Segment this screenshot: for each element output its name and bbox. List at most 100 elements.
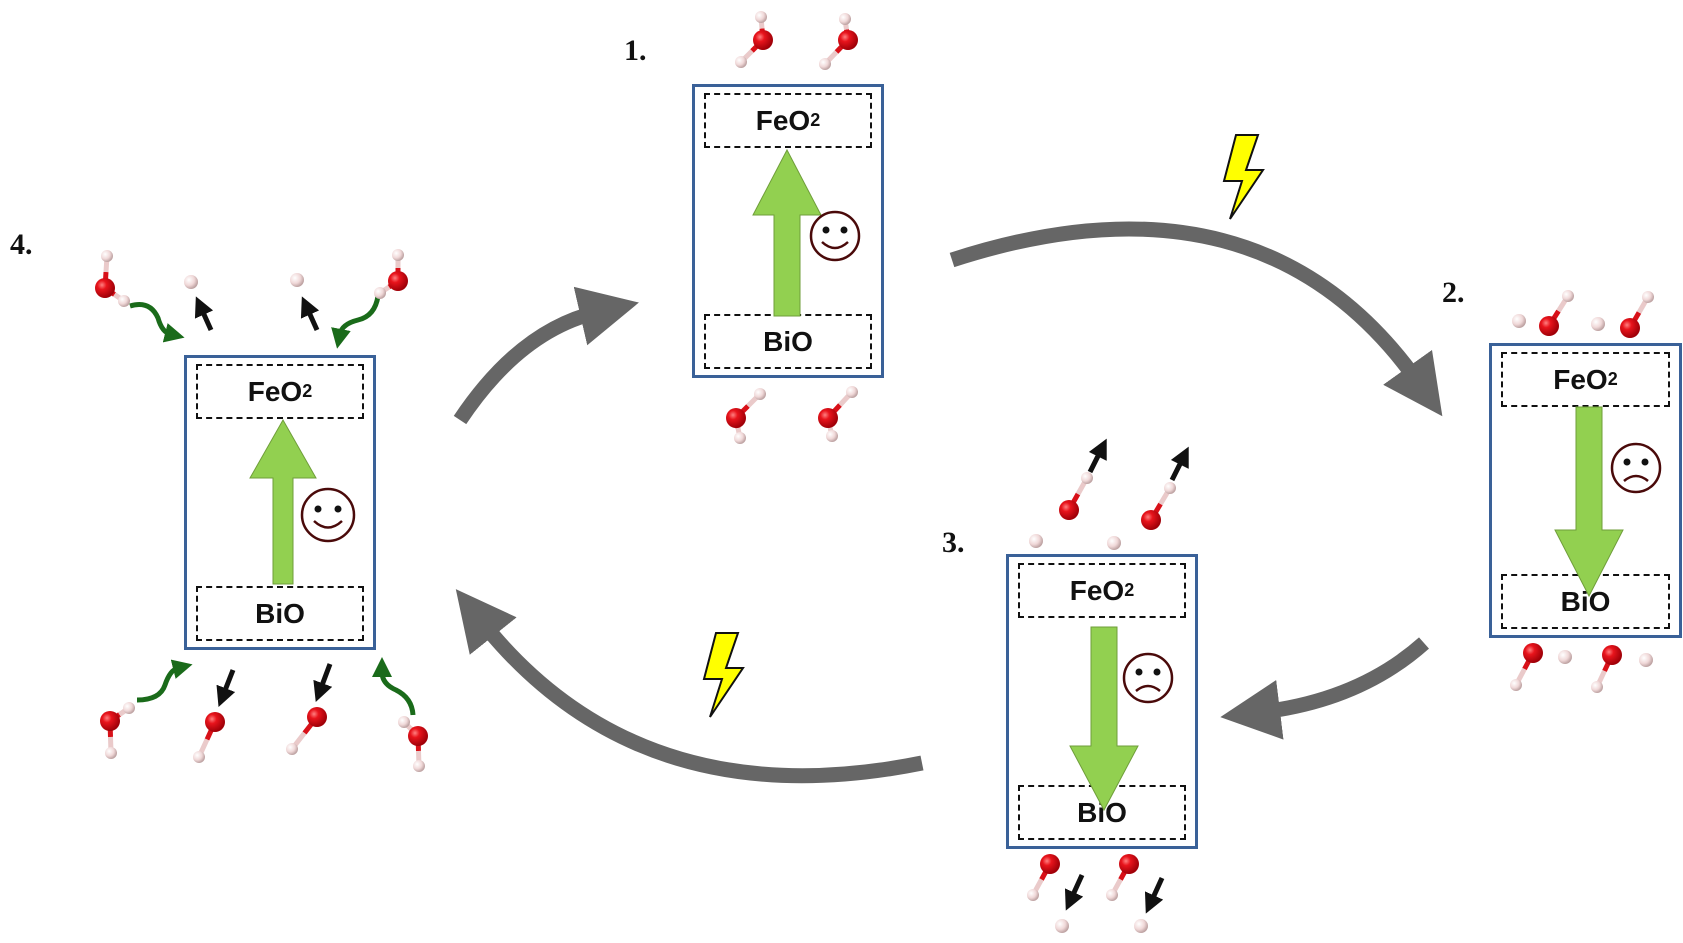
bio-label: BiO xyxy=(1077,796,1127,828)
desorb-arrow xyxy=(194,296,214,332)
desorb-arrow xyxy=(1144,876,1165,914)
hydrogen-ion xyxy=(184,275,198,289)
hydroxyl xyxy=(1027,854,1060,901)
desorb-arrow xyxy=(1169,446,1189,482)
hydrogen-atom xyxy=(1591,681,1603,693)
hydroxyl xyxy=(193,712,225,763)
feo2-subscript: 2 xyxy=(302,381,313,401)
hydrogen-ion xyxy=(1029,534,1043,548)
lightning-icon xyxy=(1222,134,1265,220)
hydrogen-atom xyxy=(826,430,838,442)
hydrogen-ion xyxy=(1512,314,1526,328)
desorb-arrow xyxy=(1064,873,1085,911)
hydrogen-atom xyxy=(392,249,404,261)
oxygen-atom xyxy=(1602,645,1622,665)
step-label-2: 2. xyxy=(1442,276,1465,309)
feo2-label: FeO xyxy=(755,104,811,136)
hydrogen-atom xyxy=(734,432,746,444)
hydrogen-atom xyxy=(413,760,425,772)
feo2-label: FeO xyxy=(1553,363,1608,395)
bio-layer: BiO xyxy=(1018,785,1186,840)
hydrogen-atom xyxy=(1081,472,1093,484)
bio-label: BiO xyxy=(763,325,813,357)
oxygen-atom xyxy=(753,30,773,50)
bio-layer: BiO xyxy=(1501,574,1670,629)
water-molecule xyxy=(95,250,130,307)
step-label-3: 3. xyxy=(942,526,965,559)
water-molecule xyxy=(726,388,766,444)
feo2-subscript: 2 xyxy=(1607,369,1618,389)
lightning-icon xyxy=(702,632,745,718)
hydrogen-atom xyxy=(118,295,130,307)
desorb-arrow xyxy=(216,669,236,707)
hydrogen-atom xyxy=(1510,679,1522,691)
oxygen-atom xyxy=(1141,510,1161,530)
hydrogen-atom xyxy=(193,751,205,763)
hydrogen-atom xyxy=(374,287,386,299)
hydrogen-atom xyxy=(398,716,410,728)
oxygen-atom xyxy=(388,271,408,291)
hydrogen-atom xyxy=(1027,889,1039,901)
hydrogen-atom xyxy=(1164,482,1176,494)
oxygen-atom xyxy=(1523,643,1543,663)
hydroxyl xyxy=(286,707,327,755)
hydrogen-atom xyxy=(819,58,831,70)
oxygen-atom xyxy=(1040,854,1060,874)
hydrogen-atom xyxy=(101,250,113,262)
oxygen-atom xyxy=(838,30,858,50)
water-molecule xyxy=(398,716,428,772)
oxygen-atom xyxy=(1119,854,1139,874)
oxygen-atom xyxy=(408,726,428,746)
water-molecule xyxy=(374,249,408,299)
bio-label: BiO xyxy=(255,597,305,629)
water-molecule xyxy=(735,11,773,68)
oxygen-atom xyxy=(307,707,327,727)
water-molecule xyxy=(818,386,858,442)
hydrogen-atom xyxy=(1642,291,1654,303)
feo2-label: FeO xyxy=(247,375,303,407)
water-molecule xyxy=(100,702,135,759)
oxygen-atom xyxy=(205,712,225,732)
step-label-4: 4. xyxy=(10,228,33,261)
hydrogen-atom xyxy=(839,13,851,25)
oxygen-atom xyxy=(1539,316,1559,336)
hydrogen-atom xyxy=(1106,889,1118,901)
bio-layer: BiO xyxy=(196,586,364,641)
hydroxyl xyxy=(1510,643,1543,691)
hydrogen-atom xyxy=(754,388,766,400)
hydrogen-atom xyxy=(755,11,767,23)
oxygen-atom xyxy=(95,278,115,298)
hydrogen-ion xyxy=(1639,653,1653,667)
oxygen-atom xyxy=(1620,318,1640,338)
cycle-arrow-4-to-1 xyxy=(453,286,639,425)
hydroxyl xyxy=(1539,290,1574,336)
hydrogen-ion xyxy=(290,273,304,287)
step-label-1: 1. xyxy=(624,34,647,67)
cycle-arrow-3-to-4 xyxy=(455,589,924,784)
hydroxyl xyxy=(1059,472,1093,520)
adsorb-arrow xyxy=(331,295,381,349)
adsorb-arrow xyxy=(129,302,185,343)
hydrogen-ion xyxy=(1134,919,1148,933)
water-molecule xyxy=(819,13,858,70)
bio-layer: BiO xyxy=(704,314,872,369)
hydrogen-ion xyxy=(1558,650,1572,664)
feo2-label: FeO xyxy=(1069,574,1125,606)
feo2-subscript: 2 xyxy=(810,110,821,130)
hydrogen-atom xyxy=(286,743,298,755)
desorb-arrow xyxy=(300,296,320,332)
hydroxyl xyxy=(1106,854,1139,901)
oxygen-atom xyxy=(818,408,838,428)
hydroxyl xyxy=(1620,291,1654,338)
adsorb-arrow xyxy=(372,657,416,716)
oxygen-atom xyxy=(100,711,120,731)
hydroxyl xyxy=(1591,645,1622,693)
